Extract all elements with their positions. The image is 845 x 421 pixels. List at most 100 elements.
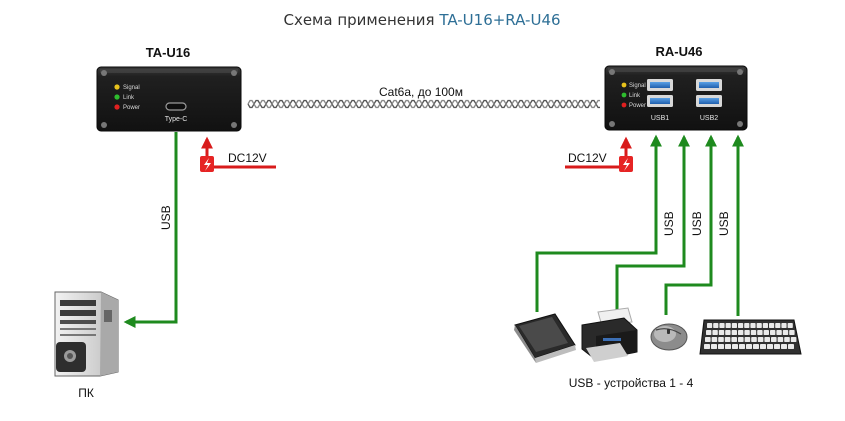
link-led-icon [114, 94, 120, 100]
led-label-link: Link [629, 93, 641, 99]
usb-devices-label: USB - устройства 1 - 4 [569, 376, 694, 390]
keyboard-key [781, 323, 787, 328]
power-led-icon [114, 104, 120, 110]
pc-cable-label: USB [159, 205, 173, 230]
keyboard-key [718, 330, 725, 335]
screw-icon [101, 70, 107, 76]
pc-usb-cable: USB [123, 132, 178, 328]
keyboard-key [777, 337, 784, 342]
keyboard-key [787, 323, 793, 328]
transmitter-name: TA-U16 [146, 45, 191, 60]
title-models: TA-U16+RA-U46 [438, 11, 560, 29]
led-label-power: Power [629, 103, 646, 109]
usb-cable-label: USB [717, 211, 731, 236]
receiver-power-input: DC12V [565, 136, 633, 172]
cable-label: Cat6a, до 100м [379, 85, 463, 99]
transmitter-power-label: DC12V [228, 151, 267, 165]
transmitter-port-label: Type-C [165, 116, 188, 123]
usb2-label: USB2 [700, 115, 718, 122]
usb-cable-label: USB [662, 211, 676, 236]
keyboard-key [739, 344, 745, 349]
title-prefix: Схема применения [283, 11, 439, 29]
led-label-signal: Signal [629, 83, 646, 89]
keyboard-key [725, 323, 731, 328]
keyboard-key [725, 330, 731, 335]
led-label-power: Power [123, 105, 140, 111]
keyboard-key [738, 330, 744, 335]
keyboard-key [774, 344, 780, 349]
keyboard-key [719, 323, 725, 328]
signal-led-icon [114, 84, 120, 90]
link-led-icon [621, 92, 627, 98]
keyboard-key [767, 344, 773, 349]
keyboard-key [776, 330, 782, 335]
screw-icon [101, 122, 107, 128]
scanner-icon [514, 313, 576, 363]
keyboard-key [790, 337, 797, 342]
keyboard-key [704, 344, 710, 349]
keyboard-key [731, 330, 737, 335]
usb-device-cables: USB USB USB [535, 134, 744, 316]
screw-icon [609, 69, 615, 75]
receiver-name: RA-U46 [656, 44, 703, 59]
diagram-title: Схема применения TA-U16+RA-U46 [283, 11, 560, 29]
transmitter-device: TA-U16 Signal Link Power Type-C [96, 45, 242, 132]
keyboard-key [784, 337, 790, 342]
keyboard-key [744, 330, 750, 335]
receiver-power-label: DC12V [568, 151, 607, 165]
screw-icon [231, 122, 237, 128]
power-led-icon [621, 102, 627, 108]
keyboard-key [738, 323, 744, 328]
type-c-port-icon [165, 102, 187, 111]
mouse-icon [650, 323, 688, 351]
screw-icon [609, 121, 615, 127]
keyboard-key [782, 330, 789, 335]
keyboard-key [757, 337, 764, 342]
screw-icon [737, 121, 743, 127]
keyboard-key [764, 337, 770, 342]
keyboard-key [775, 323, 781, 328]
keyboard-key [762, 323, 768, 328]
keyboard-key [789, 330, 795, 335]
keyboard-key [744, 337, 751, 342]
keyboard-icon [699, 319, 802, 355]
keyboard-key [718, 337, 724, 342]
keyboard-key [724, 337, 731, 342]
keyboard-key [705, 337, 711, 342]
pc-tower-icon [54, 291, 119, 377]
led-label-signal: Signal [123, 85, 140, 91]
keyboard-key [711, 344, 717, 349]
keyboard-key [707, 323, 713, 328]
receiver-device: RA-U46 Signal Link Power USB1 USB2 [604, 44, 748, 131]
led-label-link: Link [123, 95, 135, 101]
screw-icon [231, 70, 237, 76]
keyboard-key [731, 323, 737, 328]
keyboard-key [751, 337, 757, 342]
keyboard-key [781, 344, 787, 349]
keyboard-key [718, 344, 724, 349]
keyboard-key [746, 344, 752, 349]
keyboard-key [750, 323, 756, 328]
keyboard-key [725, 344, 731, 349]
cat6a-cable [247, 99, 600, 109]
keyboard-key [706, 330, 712, 335]
keyboard-key [731, 337, 737, 342]
screw-icon [737, 69, 743, 75]
transmitter-power-input: DC12V [200, 136, 276, 172]
keyboard-key [760, 344, 766, 349]
keyboard-key [769, 323, 775, 328]
keyboard-key [750, 330, 757, 335]
keyboard-key [770, 330, 776, 335]
keyboard-key [738, 337, 744, 342]
usb1-label: USB1 [651, 115, 669, 122]
keyboard-key [757, 330, 763, 335]
pc-label: ПК [78, 386, 94, 400]
keyboard-key [713, 323, 719, 328]
keyboard-key [732, 344, 738, 349]
keyboard-key [788, 344, 794, 349]
keyboard-key [771, 337, 777, 342]
usb-cable-label: USB [690, 211, 704, 236]
keyboard-key [712, 330, 718, 335]
keyboard-key [744, 323, 750, 328]
signal-led-icon [621, 82, 627, 88]
